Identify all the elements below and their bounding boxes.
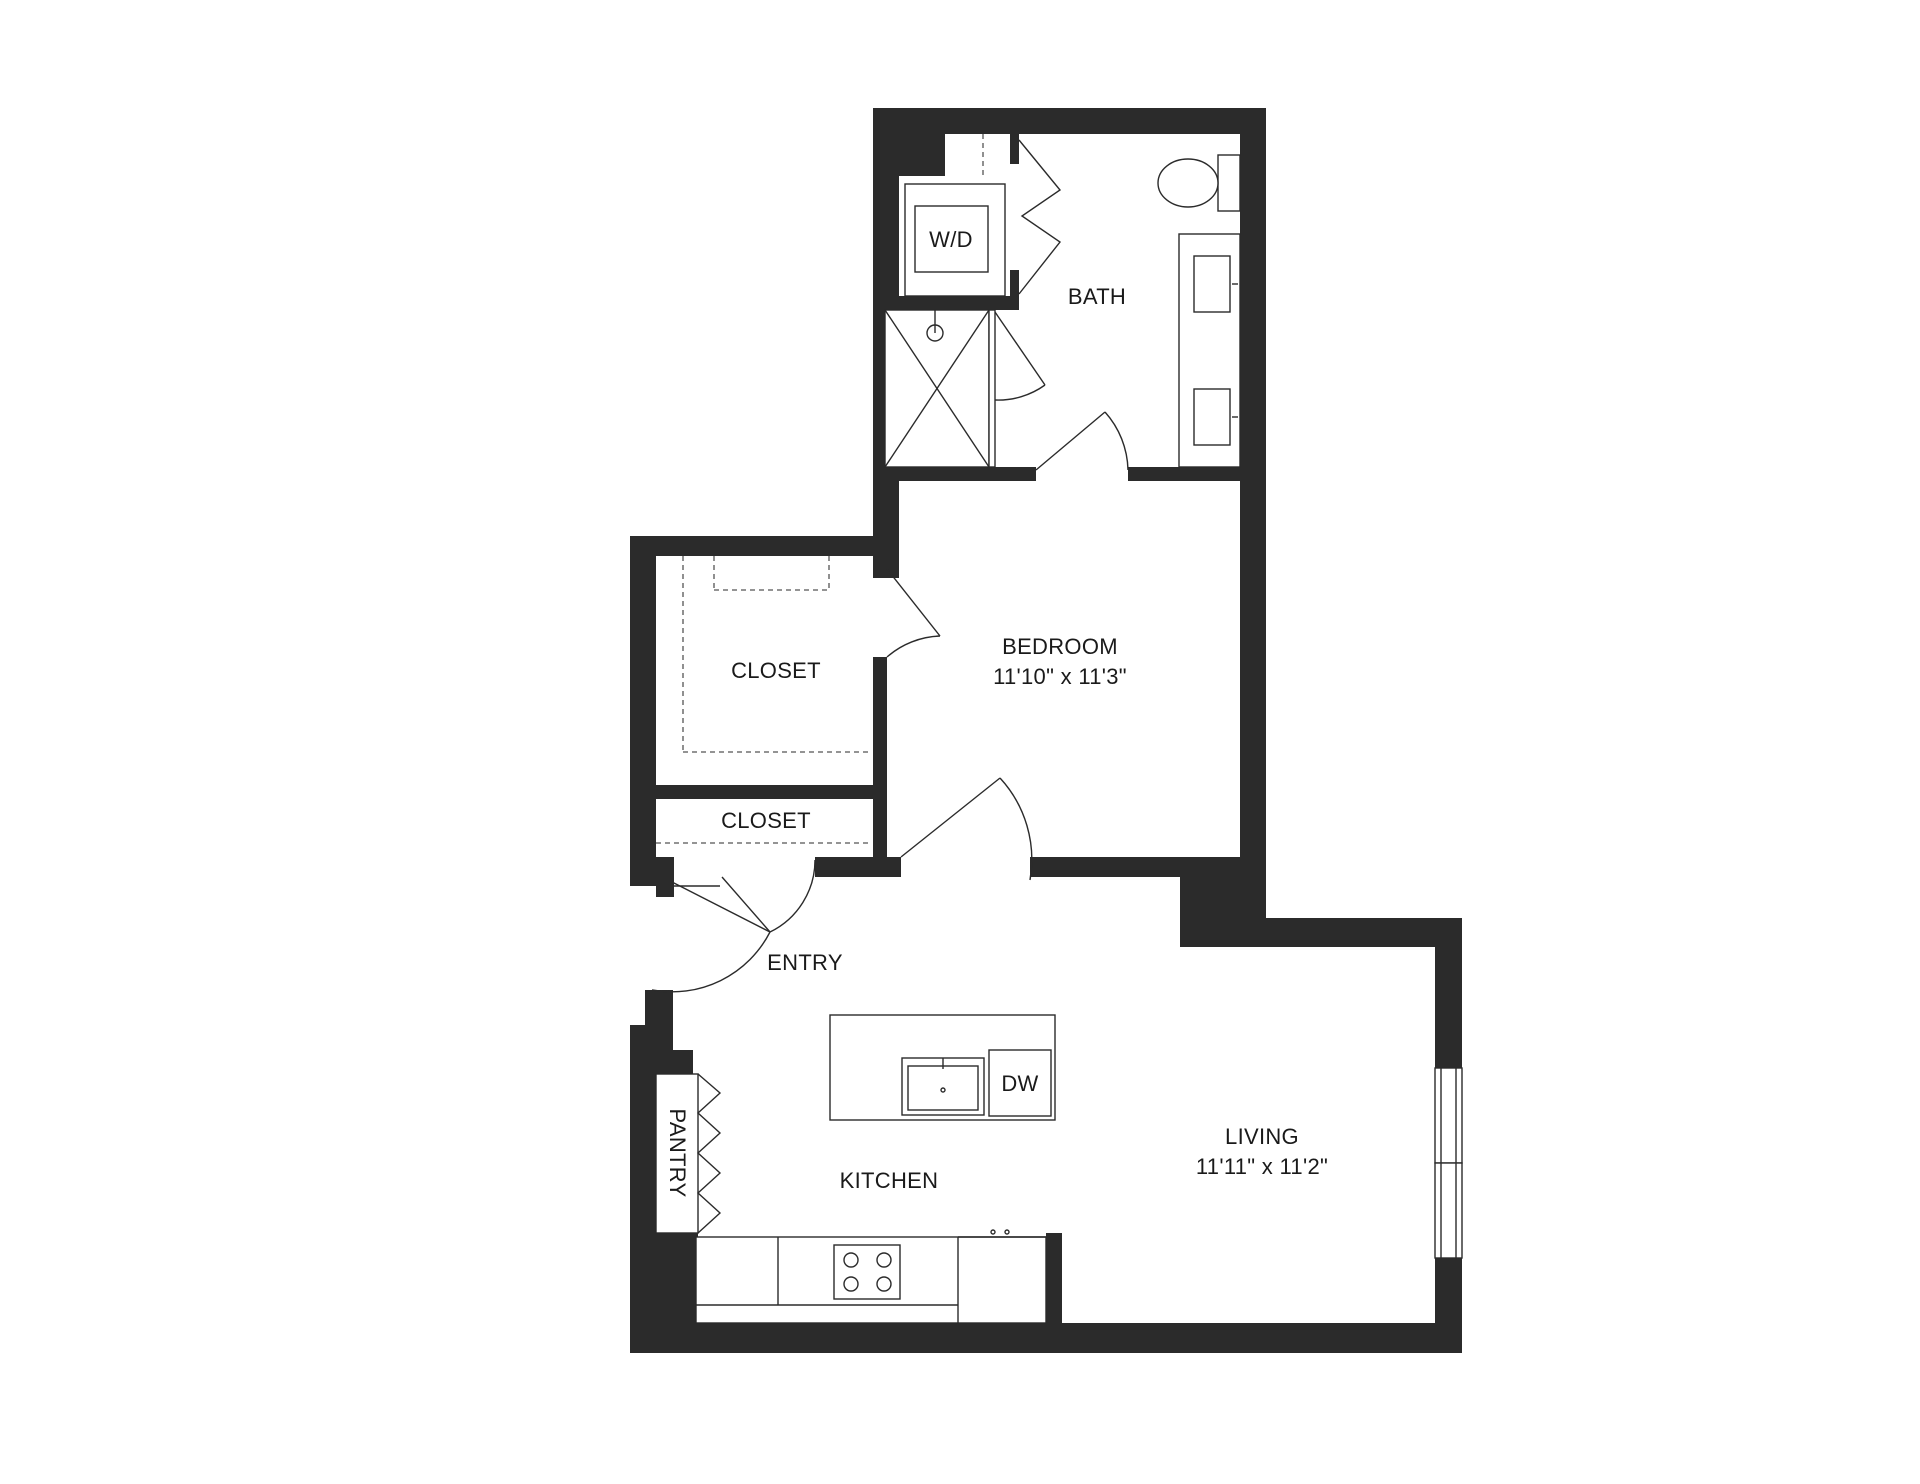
closets bbox=[656, 556, 941, 844]
bedroom-door-swing bbox=[999, 777, 1033, 881]
wall-bath-bottom-right bbox=[1128, 467, 1240, 481]
living-window bbox=[1434, 1067, 1463, 1259]
wall-closet-bottom-left2 bbox=[656, 857, 674, 897]
cooktop bbox=[833, 1244, 901, 1300]
wall-kitchen-left-bottom bbox=[630, 1233, 698, 1353]
closet-door-leaf bbox=[721, 876, 771, 933]
wall-closet-divider bbox=[656, 785, 874, 799]
wall-closet-bottom-mid bbox=[815, 857, 901, 877]
counter-dot-2 bbox=[1004, 1229, 1010, 1235]
burner-1 bbox=[843, 1252, 859, 1268]
kitchen-island: DW bbox=[829, 1014, 1056, 1121]
bedroom-door-leaf bbox=[900, 777, 1001, 858]
burner-4 bbox=[876, 1276, 892, 1292]
toilet-bowl bbox=[1157, 158, 1219, 208]
kitchen-counter bbox=[695, 1229, 1047, 1324]
entry-door bbox=[651, 881, 771, 993]
window-pane-2 bbox=[1434, 1162, 1463, 1259]
bedroom-label: BEDROOM bbox=[1002, 634, 1118, 659]
wall-wd-side-low bbox=[1010, 270, 1019, 310]
sink-drain bbox=[940, 1087, 946, 1093]
dishwasher-label: DW bbox=[1001, 1071, 1038, 1096]
wall-counter-divider bbox=[1046, 1233, 1062, 1333]
closet-large-label: CLOSET bbox=[731, 658, 821, 683]
closet-small-label: CLOSET bbox=[721, 808, 811, 833]
pantry-label: PANTRY bbox=[665, 1108, 690, 1197]
large-closet-door-swing bbox=[886, 635, 941, 658]
wall-closet-left bbox=[630, 536, 656, 886]
wall-closet-top bbox=[630, 536, 887, 556]
bedroom-door bbox=[900, 777, 1033, 881]
shower-door-leaf bbox=[994, 311, 1046, 386]
wall-wd-notch bbox=[899, 134, 945, 176]
counter-dot-1 bbox=[990, 1229, 996, 1235]
burner-3 bbox=[843, 1276, 859, 1292]
entry-label: ENTRY bbox=[767, 950, 843, 975]
wd-label: W/D bbox=[929, 227, 973, 252]
shower-door-swing bbox=[994, 384, 1046, 401]
bath-fixtures bbox=[1157, 154, 1241, 468]
window-pane-1 bbox=[1434, 1067, 1463, 1164]
pantry: PANTRY bbox=[655, 1073, 722, 1234]
wall-wd-side bbox=[1010, 134, 1019, 164]
large-closet-door-leaf bbox=[886, 568, 941, 637]
washer-dryer bbox=[914, 205, 989, 273]
bath-door bbox=[1035, 411, 1129, 471]
dishwasher bbox=[988, 1049, 1052, 1117]
living-label: LIVING bbox=[1225, 1124, 1299, 1149]
pantry-folding-door bbox=[696, 1073, 722, 1234]
wall-right-upper bbox=[1240, 108, 1266, 928]
wall-bath-bottom-left bbox=[873, 467, 1036, 481]
vanity-sink-1 bbox=[1193, 255, 1231, 313]
burner-2 bbox=[876, 1252, 892, 1268]
wall-bedroom-left-low bbox=[873, 657, 887, 857]
entry-door-swing bbox=[651, 931, 771, 993]
wd-bifold-door bbox=[1018, 139, 1062, 295]
shower bbox=[884, 309, 1046, 468]
bath-label: BATH bbox=[1068, 284, 1126, 309]
closet-door-swing bbox=[769, 859, 816, 933]
pantry-box bbox=[655, 1073, 699, 1234]
bedroom-dimensions: 11'10" x 11'3" bbox=[993, 664, 1127, 689]
vanity-sink-2 bbox=[1193, 388, 1231, 446]
wall-living-right-top bbox=[1435, 918, 1462, 1068]
shower-x-2 bbox=[884, 309, 990, 468]
bath-door-swing bbox=[1104, 411, 1129, 471]
wall-wd-bottom bbox=[899, 296, 1019, 310]
small-closet-door bbox=[721, 859, 816, 933]
wd-closet: W/D bbox=[904, 134, 1062, 297]
shower-glass bbox=[988, 309, 996, 468]
kitchen-label: KITCHEN bbox=[840, 1168, 939, 1193]
bath-door-leaf bbox=[1035, 411, 1106, 471]
walls bbox=[630, 108, 1462, 1353]
toilet-tank bbox=[1217, 154, 1241, 212]
entry-door-leaf bbox=[671, 881, 771, 933]
wall-kitchen-left-top bbox=[645, 990, 673, 1030]
living-dimensions: 11'11" x 11'2" bbox=[1196, 1154, 1328, 1179]
wall-living-top bbox=[1180, 918, 1462, 947]
wall-top bbox=[873, 108, 1265, 134]
